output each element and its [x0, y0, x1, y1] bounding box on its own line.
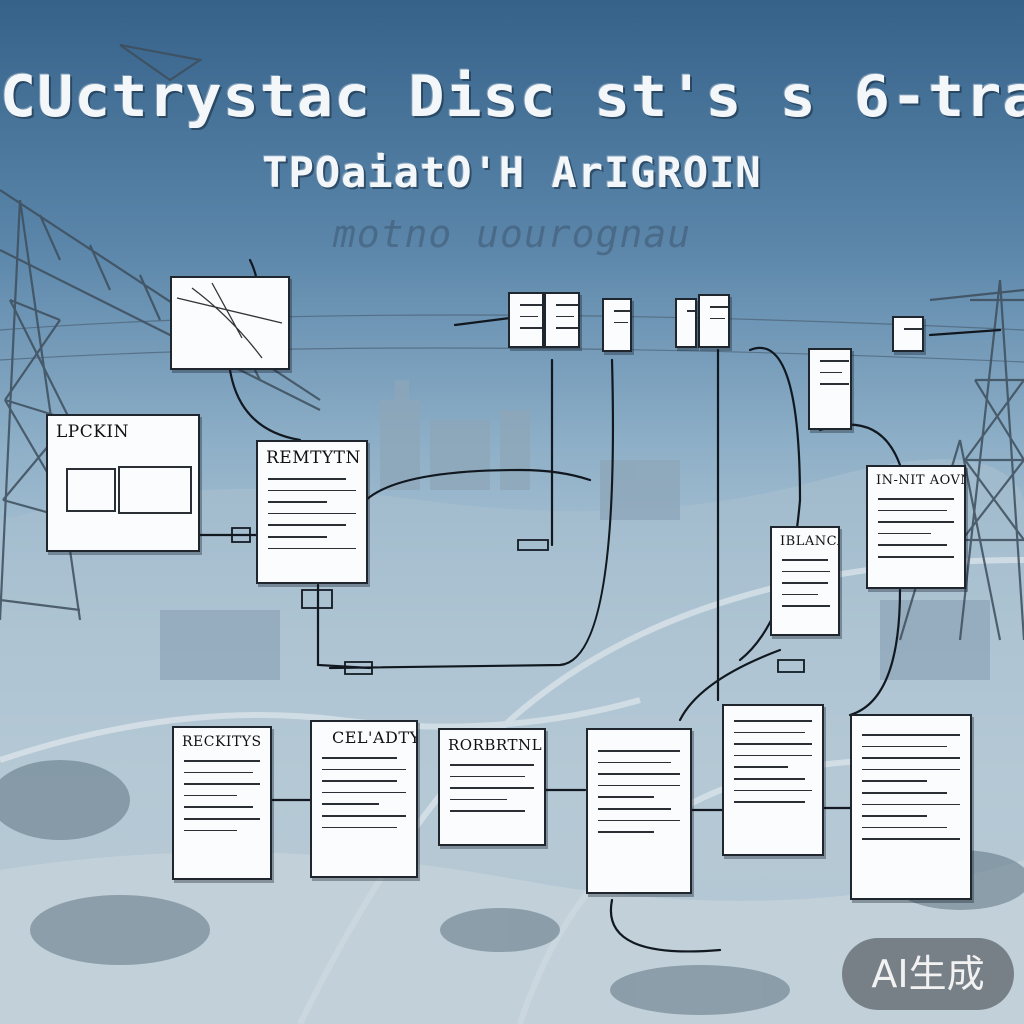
- bottom-card-6: [850, 714, 972, 900]
- top-cluster-card-2: [544, 292, 580, 348]
- sketch-scribble: [172, 278, 288, 368]
- sketch-card: [170, 276, 290, 370]
- right-tall-card: [808, 348, 852, 430]
- top-right-mini-card: [892, 316, 924, 352]
- center-card-label: REMTYTN: [266, 448, 358, 468]
- connector-mini-to-right: [820, 425, 900, 465]
- top-cluster-card-1: [508, 292, 544, 348]
- connector-big-loop: [330, 360, 613, 668]
- top-cluster-card-5: [675, 298, 697, 348]
- bottom-card-1-label: RECKITYS: [182, 734, 262, 750]
- right-document-card: IN-NIT AOVN: [866, 465, 966, 589]
- bottom-card-1: RECKITYS: [172, 726, 272, 880]
- top-cluster-card-4: [698, 294, 730, 348]
- bottom-card-2-label: CEL'ADTY: [332, 728, 408, 747]
- connector-center-to-bottom: [318, 585, 370, 668]
- left-window-card: LPCKIN: [46, 414, 200, 552]
- bottom-card-4: [586, 728, 692, 894]
- center-card: REMTYTN: [256, 440, 368, 584]
- bottom-card-2: CEL'ADTY: [310, 720, 418, 878]
- top-cluster-card-3: [602, 298, 632, 352]
- bottom-card-3-label: RORBRTNL: [448, 736, 536, 754]
- left-window-pane-2: [118, 466, 192, 514]
- left-window-pane-1: [66, 468, 116, 512]
- connector-right-to-bottom: [850, 590, 900, 715]
- connector-sketch-to-center: [230, 370, 300, 440]
- left-window-card-label: LPCKIN: [56, 422, 190, 442]
- connector-top-right-whisk: [930, 330, 1000, 335]
- ai-generated-badge: AI生成: [842, 938, 1014, 1010]
- connector-center-loop: [366, 470, 590, 500]
- connector-top-left-whisk: [455, 318, 510, 325]
- right-document-card-label: IN-NIT AOVN: [876, 473, 956, 488]
- bottom-card-3: RORBRTNL: [438, 728, 546, 846]
- connector-bottom-hook: [611, 900, 720, 951]
- bottom-card-5: [722, 704, 824, 856]
- right-small-card: IBLANCAT: [770, 526, 840, 636]
- right-small-card-label: IBLANCAT: [780, 534, 830, 549]
